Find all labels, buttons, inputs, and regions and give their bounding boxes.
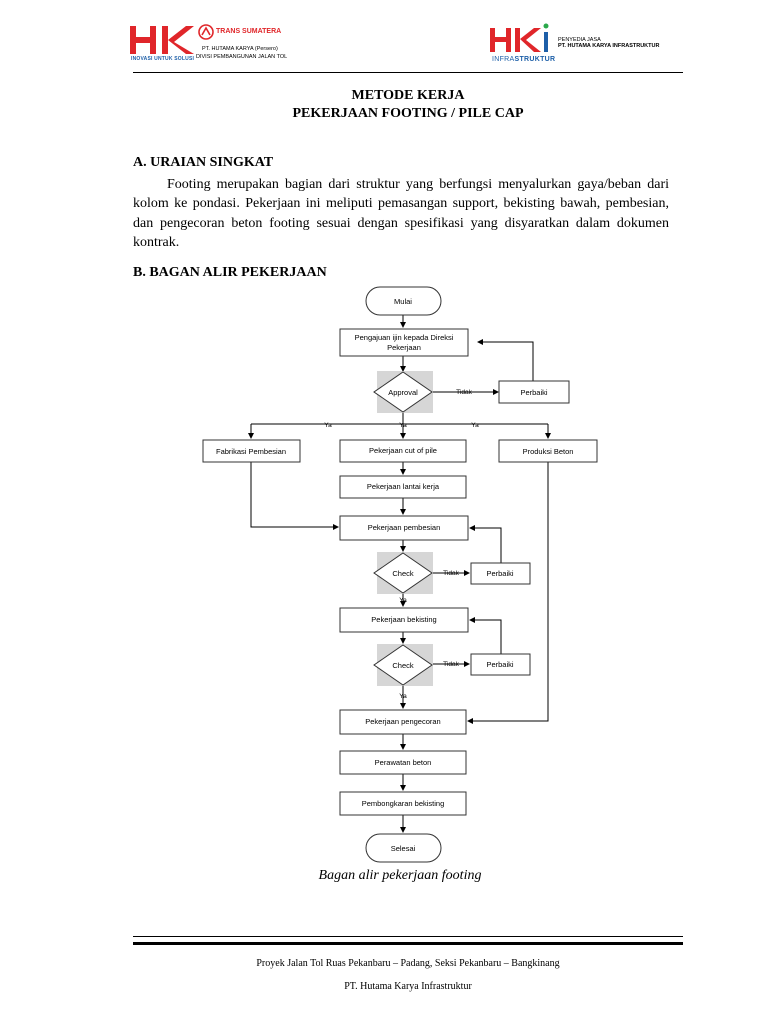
diamond-approval	[373, 371, 433, 413]
box-produksi-beton	[498, 439, 598, 463]
left-logo-tagline: INOVASI UNTUK SOLUSI	[131, 56, 195, 62]
company-line-1: PT. HUTAMA KARYA (Persero)	[202, 46, 278, 52]
label-lantai-kerja: Pekerjaan lantai kerja	[367, 482, 440, 491]
box-pengecoran	[339, 709, 467, 735]
struktur-text: STRUKTUR	[514, 56, 556, 63]
figure-caption: Bagan alir pekerjaan footing	[318, 868, 482, 883]
edge-tidak-check-1: Tidak	[443, 570, 459, 577]
label-perbaiki-1: Perbaiki	[520, 388, 547, 397]
doc-title-line-2: PEKERJAAN FOOTING / PILE CAP	[292, 106, 524, 121]
box-pengajuan	[339, 328, 469, 357]
label-perbaiki-3: Perbaiki	[486, 660, 513, 669]
trans-sumatera-logo	[198, 24, 214, 40]
footer-project: Proyek Jalan Tol Ruas Pekanbaru – Padang…	[256, 958, 560, 969]
box-lantai-kerja	[339, 475, 467, 499]
trans-sumatera-text: TRANS SUMATERA	[216, 28, 282, 35]
label-perbaiki-2: Perbaiki	[486, 569, 513, 578]
section-a-heading: A. URAIAN SINGKAT	[133, 155, 274, 170]
label-check-2: Check	[392, 661, 414, 670]
edge-tidak-check-2: Tidak	[443, 661, 459, 668]
box-perawatan	[339, 750, 467, 775]
footer-company: PT. Hutama Karya Infrastruktur	[344, 981, 472, 992]
label-mulai: Mulai	[394, 297, 412, 306]
edge-ya-check-1: Ya	[399, 597, 407, 604]
edge-ya-fabrikasi: Ya	[324, 422, 332, 429]
terminal-start	[365, 286, 442, 316]
diamond-check-1	[373, 552, 433, 594]
box-cut-of-pile	[339, 439, 467, 463]
box-perbaiki-2	[470, 562, 531, 585]
label-perawatan: Perawatan beton	[375, 758, 432, 767]
edge-ya-check-2: Ya	[399, 693, 407, 700]
diamond-check-2	[373, 644, 433, 686]
label-bekisting: Pekerjaan bekisting	[371, 615, 436, 624]
label-pengajuan-2: Pekerjaan	[387, 343, 421, 352]
label-pengajuan-1: Pengajuan ijin kepada Direksi	[355, 333, 454, 342]
label-pengecoran: Pekerjaan pengecoran	[365, 717, 440, 726]
penyedia-jasa-company: PT. HUTAMA KARYA INFRASTRUKTUR	[558, 43, 660, 49]
box-perbaiki-3	[470, 653, 531, 676]
company-line-2: DIVISI PEMBANGUNAN JALAN TOL	[196, 54, 288, 60]
label-cut-of-pile: Pekerjaan cut of pile	[369, 446, 437, 455]
box-bekisting	[339, 607, 469, 633]
penyedia-jasa-label: PENYEDIA JASA	[558, 37, 601, 43]
section-b-heading: B. BAGAN ALIR PEKERJAAN	[133, 265, 327, 280]
section-a-paragraph: Footing merupakan bagian dari struktur y…	[133, 177, 669, 250]
box-pembesian	[339, 515, 469, 541]
box-pembongkaran	[339, 791, 467, 816]
label-check-1: Check	[392, 569, 414, 578]
edge-ya-cut: Ya	[399, 422, 407, 429]
box-fabrikasi	[202, 439, 301, 463]
edge-tidak-approval: Tidak	[456, 389, 472, 396]
infra-text: INFRA	[492, 56, 515, 63]
footer-rule-thin	[133, 936, 683, 937]
label-produksi-beton: Produksi Beton	[523, 447, 574, 456]
box-perbaiki-1	[498, 380, 570, 404]
terminal-end	[365, 833, 442, 863]
label-pembesian: Pekerjaan pembesian	[368, 523, 441, 532]
label-approval: Approval	[388, 388, 418, 397]
hki-logo-right	[490, 23, 549, 52]
infrastruktur-wordmark: INFRASTRUKTUR	[492, 56, 555, 63]
edge-ya-produksi: Ya	[471, 422, 479, 429]
hk-logo-left	[130, 26, 194, 54]
label-selesai: Selesai	[391, 844, 416, 853]
label-fabrikasi: Fabrikasi Pembesian	[216, 447, 286, 456]
doc-title-line-1: METODE KERJA	[351, 88, 465, 103]
footer-rule-thick	[133, 942, 683, 945]
label-pembongkaran: Pembongkaran bekisting	[362, 799, 445, 808]
header-rule	[133, 72, 683, 73]
